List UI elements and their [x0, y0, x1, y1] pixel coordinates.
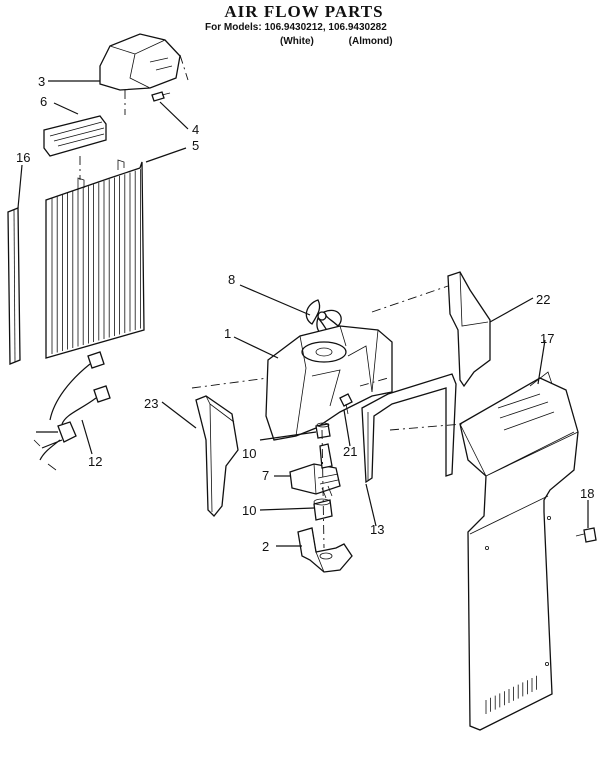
callout-17: 17	[540, 331, 554, 346]
part-6-vent-grille	[43, 115, 107, 180]
callout-10-lower: 10	[242, 503, 256, 518]
part-12-wire-harness	[33, 351, 111, 471]
callout-7: 7	[262, 468, 269, 483]
callout-4: 4	[192, 122, 199, 137]
part-16-gasket-strip	[7, 207, 21, 365]
leader-lines	[17, 80, 589, 547]
callout-22: 22	[536, 292, 550, 307]
callout-6: 6	[40, 94, 47, 109]
callout-8: 8	[228, 272, 235, 287]
color-variants: (White) (Almond)	[280, 36, 393, 47]
callout-13: 13	[370, 522, 384, 537]
part-1-fan-shroud	[265, 325, 393, 441]
callout-16: 16	[16, 150, 30, 165]
callout-1: 1	[224, 326, 231, 341]
callout-2: 2	[262, 539, 269, 554]
models-line: For Models: 106.9430212, 106.9430282	[205, 22, 387, 33]
part-13-seal	[361, 373, 457, 484]
callout-5: 5	[192, 138, 199, 153]
part-2-motor-bracket	[297, 527, 353, 573]
callout-12: 12	[88, 454, 102, 469]
color-almond-label: (Almond)	[348, 36, 393, 47]
part-23-side-baffle	[195, 395, 239, 517]
part-4-screw	[151, 91, 171, 102]
page-title: AIR FLOW PARTS	[224, 2, 384, 21]
assembly-alignment-lines	[191, 285, 463, 549]
color-white-label: (White)	[280, 36, 314, 47]
part-10-grommet-upper	[315, 422, 331, 439]
part-17-air-duct	[459, 371, 579, 731]
callout-10-upper: 10	[242, 446, 256, 461]
callout-numbers: 3 6 4 5 16 12 8 1 23 22 17 10 7 10 2 21 …	[16, 74, 594, 554]
callout-23: 23	[144, 396, 158, 411]
part-21-screw	[339, 393, 353, 415]
part-22-upper-baffle	[447, 271, 491, 388]
callout-3: 3	[38, 74, 45, 89]
callout-21: 21	[343, 444, 357, 459]
part-3-duct-cover	[99, 33, 189, 115]
part-7-fan-motor	[289, 443, 341, 499]
part-5-evaporator-panel	[45, 159, 145, 359]
part-18-screw	[575, 527, 597, 543]
callout-18: 18	[580, 486, 594, 501]
